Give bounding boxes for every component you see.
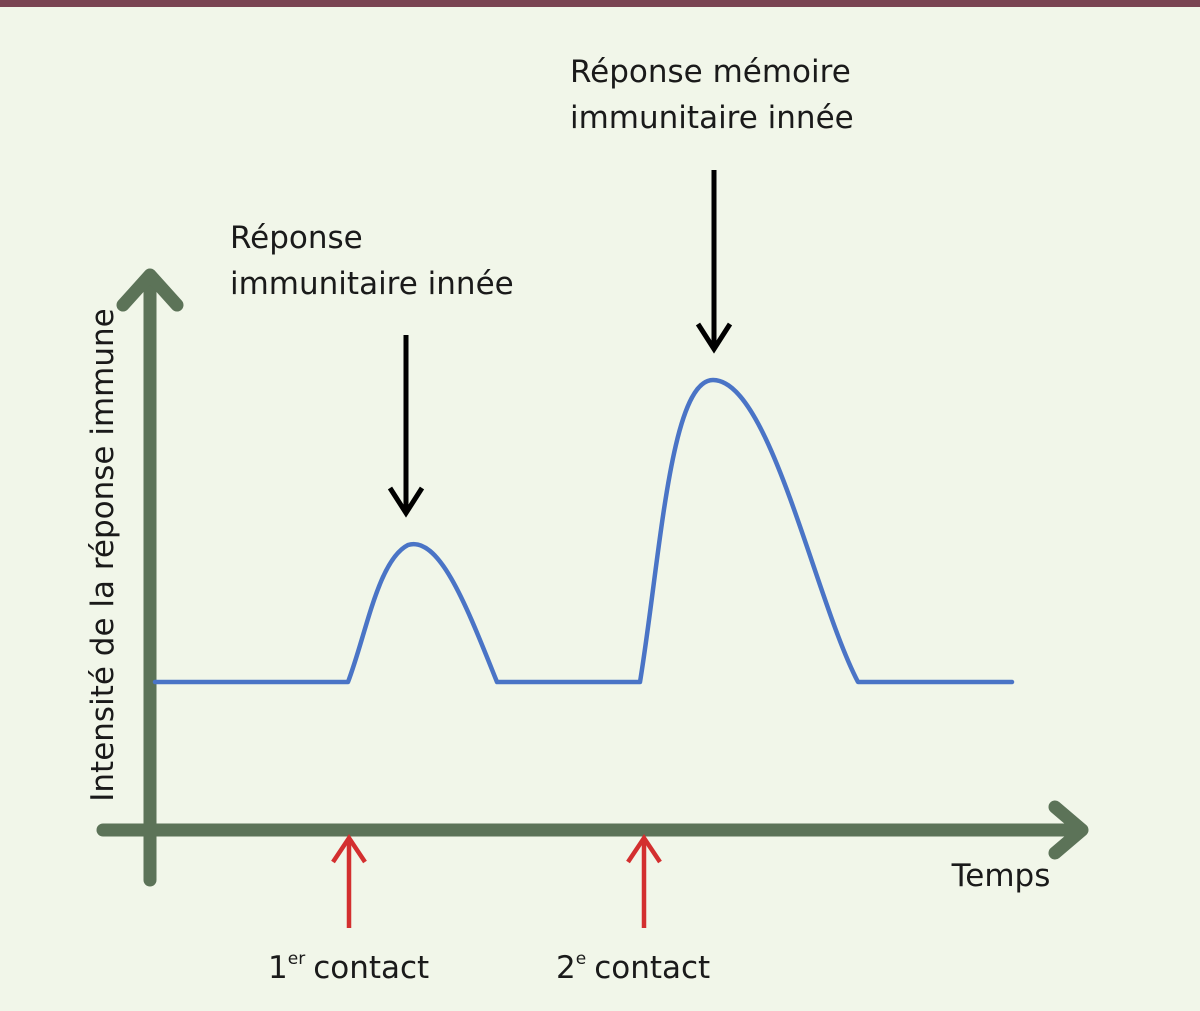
- second-contact-label: 2e contact: [556, 949, 710, 986]
- x-axis-label: Temps: [951, 858, 1051, 894]
- first-contact-text: contact: [313, 950, 429, 986]
- second-contact-superscript: e: [576, 949, 586, 969]
- first-contact-arrow: [331, 833, 367, 928]
- immune-response-curve: [152, 377, 1015, 685]
- second-response-arrow: [695, 170, 733, 354]
- second-peak-label-line-2: immunitaire innée: [570, 100, 854, 136]
- first-response-arrow: [387, 335, 425, 518]
- top-border-band: [0, 0, 1200, 7]
- first-contact-number: 1: [268, 950, 288, 986]
- x-axis-arrowhead: [1048, 800, 1089, 860]
- second-contact-arrow: [626, 833, 662, 928]
- second-contact-text: contact: [594, 950, 710, 986]
- first-contact-superscript: er: [288, 949, 305, 969]
- second-contact-number: 2: [556, 950, 576, 986]
- y-axis-label: Intensité de la réponse immune: [85, 308, 121, 801]
- first-peak-label-line-2: immunitaire innée: [230, 266, 514, 302]
- first-contact-label: 1er contact: [268, 949, 429, 986]
- first-peak-label-line-1: Réponse: [230, 220, 363, 256]
- y-axis-arrowhead: [116, 268, 184, 312]
- second-peak-label-line-1: Réponse mémoire: [570, 54, 851, 90]
